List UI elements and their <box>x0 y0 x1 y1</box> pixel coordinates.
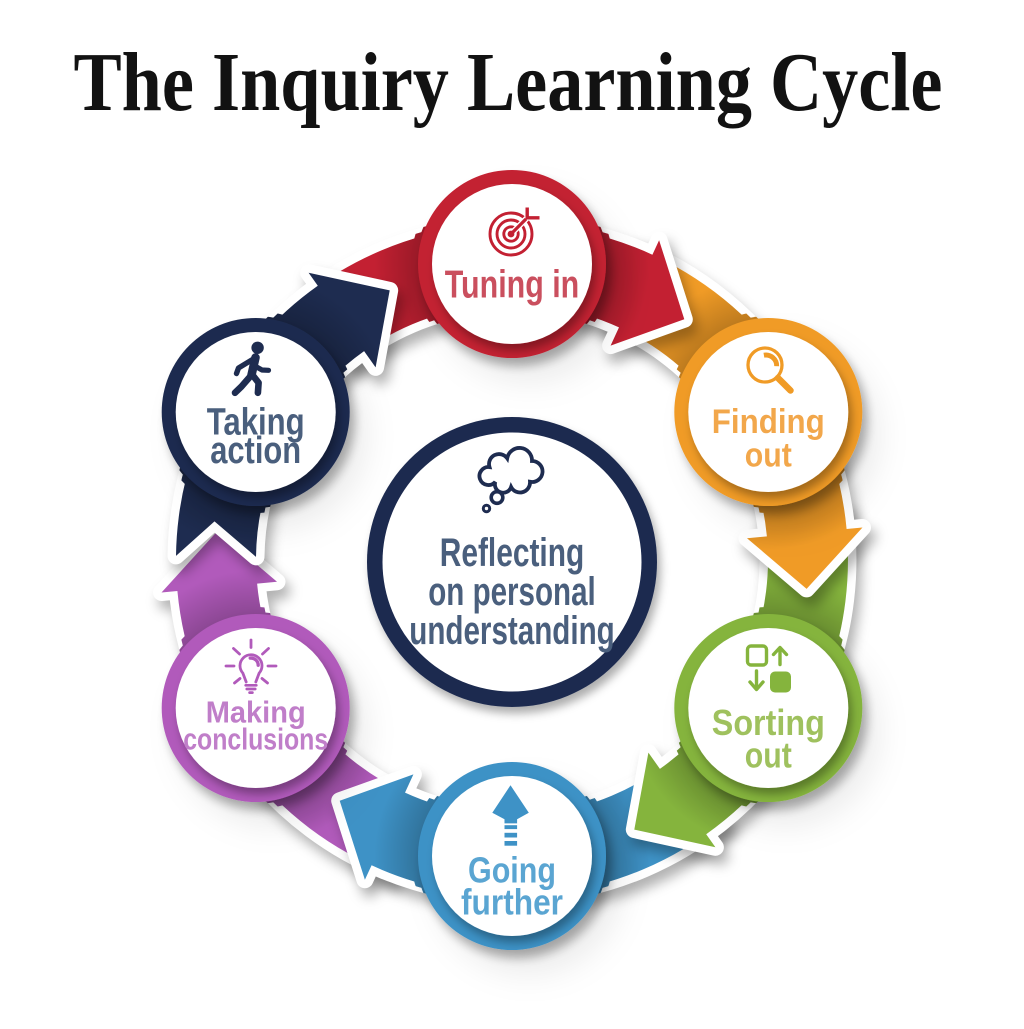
svg-text:Tuning in: Tuning in <box>445 263 580 306</box>
svg-text:Finding: Finding <box>712 403 825 441</box>
svg-text:Reflecting: Reflecting <box>440 531 585 575</box>
svg-text:further: further <box>461 882 563 923</box>
svg-text:understanding: understanding <box>409 609 615 653</box>
svg-text:Making: Making <box>206 695 306 730</box>
svg-text:Taking: Taking <box>207 402 305 444</box>
svg-text:conclusions: conclusions <box>183 722 328 757</box>
svg-text:out: out <box>745 436 792 474</box>
svg-text:Going: Going <box>468 850 556 891</box>
svg-text:Sorting: Sorting <box>712 702 825 743</box>
svg-text:on personal: on personal <box>428 570 596 614</box>
svg-text:out: out <box>745 735 792 776</box>
svg-text:action: action <box>210 430 301 472</box>
svg-text:The Inquiry Learning Cycle: The Inquiry Learning Cycle <box>74 36 943 129</box>
